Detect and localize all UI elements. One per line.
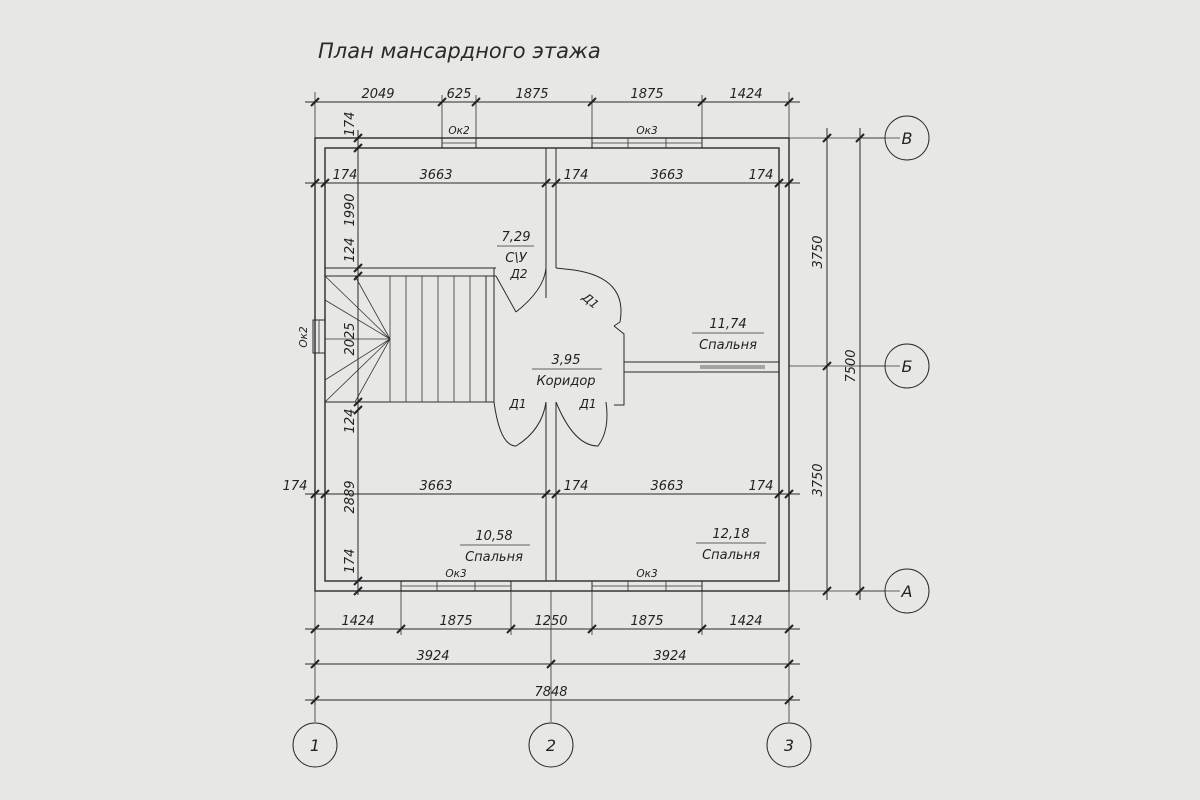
dimension-texts-left: 174 1990 124 2025 124 2889 174 xyxy=(343,112,358,574)
door-label-d2: Д2 xyxy=(509,267,527,281)
window-label-left: Ок2 xyxy=(298,326,310,348)
dim-lower-5: 174 xyxy=(749,479,774,494)
dim-left-5: 124 xyxy=(343,409,358,434)
room-name-bedroom-se: Спальня xyxy=(702,548,760,563)
dim-left-3: 124 xyxy=(343,238,358,263)
room-bedroom-se: 12,18 Спальня xyxy=(696,527,766,563)
dim-left-1: 174 xyxy=(343,112,358,137)
doors xyxy=(493,267,625,447)
room-area-wc: 7,29 xyxy=(502,230,531,245)
room-name-bedroom-sw: Спальня xyxy=(465,550,523,565)
room-corridor: 3,95 Коридор xyxy=(532,353,602,389)
dim-bottom-1: 1424 xyxy=(341,614,374,629)
dim-lower-2: 3663 xyxy=(419,479,452,494)
dimension-texts-bottom: 1424 1875 1250 1875 1424 3924 3924 7848 xyxy=(341,614,762,700)
room-bedroom-ne: 11,74 Спальня xyxy=(692,317,764,353)
dim-upper-3: 174 xyxy=(564,168,589,183)
dim-lower-4: 3663 xyxy=(650,479,683,494)
axis-col-3: 3 xyxy=(784,736,794,755)
door-label-d1-right: Д1 xyxy=(578,397,596,411)
dim-left-4: 2025 xyxy=(343,322,358,355)
room-name-wc: С\У xyxy=(505,251,527,266)
room-area-bedroom-se: 12,18 xyxy=(712,527,749,542)
window-label-top-right: Ок3 xyxy=(636,125,657,137)
dimension-texts-lower-inner: 174 3663 174 3663 174 xyxy=(283,479,774,494)
dim-bottom-5: 1424 xyxy=(729,614,762,629)
dim-right-total: 7500 xyxy=(844,349,859,382)
door-label-d1-left: Д1 xyxy=(508,397,526,411)
dimension-texts-top: 2049 625 1875 1875 1424 xyxy=(361,87,762,102)
axis-markers: В Б А 1 2 3 xyxy=(292,115,930,768)
dim-upper-4: 3663 xyxy=(650,168,683,183)
dim-upper-2: 3663 xyxy=(419,168,452,183)
plan-title: План мансардного этажа xyxy=(318,39,601,63)
axis-col-1: 1 xyxy=(310,736,320,755)
windows xyxy=(312,137,703,592)
exterior-walls xyxy=(314,137,790,592)
room-wc: 7,29 С\У xyxy=(497,230,534,266)
dim-upper-1: 174 xyxy=(333,168,358,183)
room-bedroom-sw: 10,58 Спальня xyxy=(460,529,530,565)
dim-upper-5: 174 xyxy=(749,168,774,183)
dim-right-1: 3750 xyxy=(811,235,826,268)
dim-half-1: 3924 xyxy=(416,649,449,664)
room-area-bedroom-sw: 10,58 xyxy=(475,529,512,544)
room-area-corridor: 3,95 xyxy=(552,353,581,368)
dim-half-2: 3924 xyxy=(653,649,686,664)
axis-row-v: В xyxy=(902,129,913,148)
door-label-d1-ne: Д1 xyxy=(579,289,602,311)
dim-top-3: 1875 xyxy=(515,87,548,102)
window-label-top-left: Ок2 xyxy=(448,125,470,137)
dim-top-2: 625 xyxy=(447,87,472,102)
dim-left-7: 174 xyxy=(343,549,358,574)
window-label-bottom-left: Ок3 xyxy=(445,568,466,580)
axis-row-b: Б xyxy=(902,357,913,376)
dimension-texts-right: 3750 3750 7500 xyxy=(811,235,859,496)
dim-top-1: 2049 xyxy=(361,87,394,102)
dim-left-2: 1990 xyxy=(343,193,358,226)
window-label-bottom-right: Ок3 xyxy=(636,568,657,580)
dim-lower-3: 174 xyxy=(564,479,589,494)
dim-top-4: 1875 xyxy=(630,87,663,102)
room-name-corridor: Коридор xyxy=(536,374,595,389)
axis-col-2: 2 xyxy=(546,736,556,755)
dimension-texts-upper-inner: 174 3663 174 3663 174 xyxy=(333,168,774,183)
dim-bottom-2: 1875 xyxy=(439,614,472,629)
dim-top-5: 1424 xyxy=(729,87,762,102)
dim-bottom-4: 1875 xyxy=(630,614,663,629)
dim-left-6: 2889 xyxy=(343,480,358,513)
dimension-lines xyxy=(305,92,900,722)
dim-right-2: 3750 xyxy=(811,463,826,496)
dim-bottom-total: 7848 xyxy=(534,685,567,700)
axis-row-a: А xyxy=(901,582,913,601)
room-name-bedroom-ne: Спальня xyxy=(699,338,757,353)
dim-lower-1: 174 xyxy=(283,479,308,494)
room-area-bedroom-ne: 11,74 xyxy=(709,317,746,332)
dim-bottom-3: 1250 xyxy=(534,614,567,629)
